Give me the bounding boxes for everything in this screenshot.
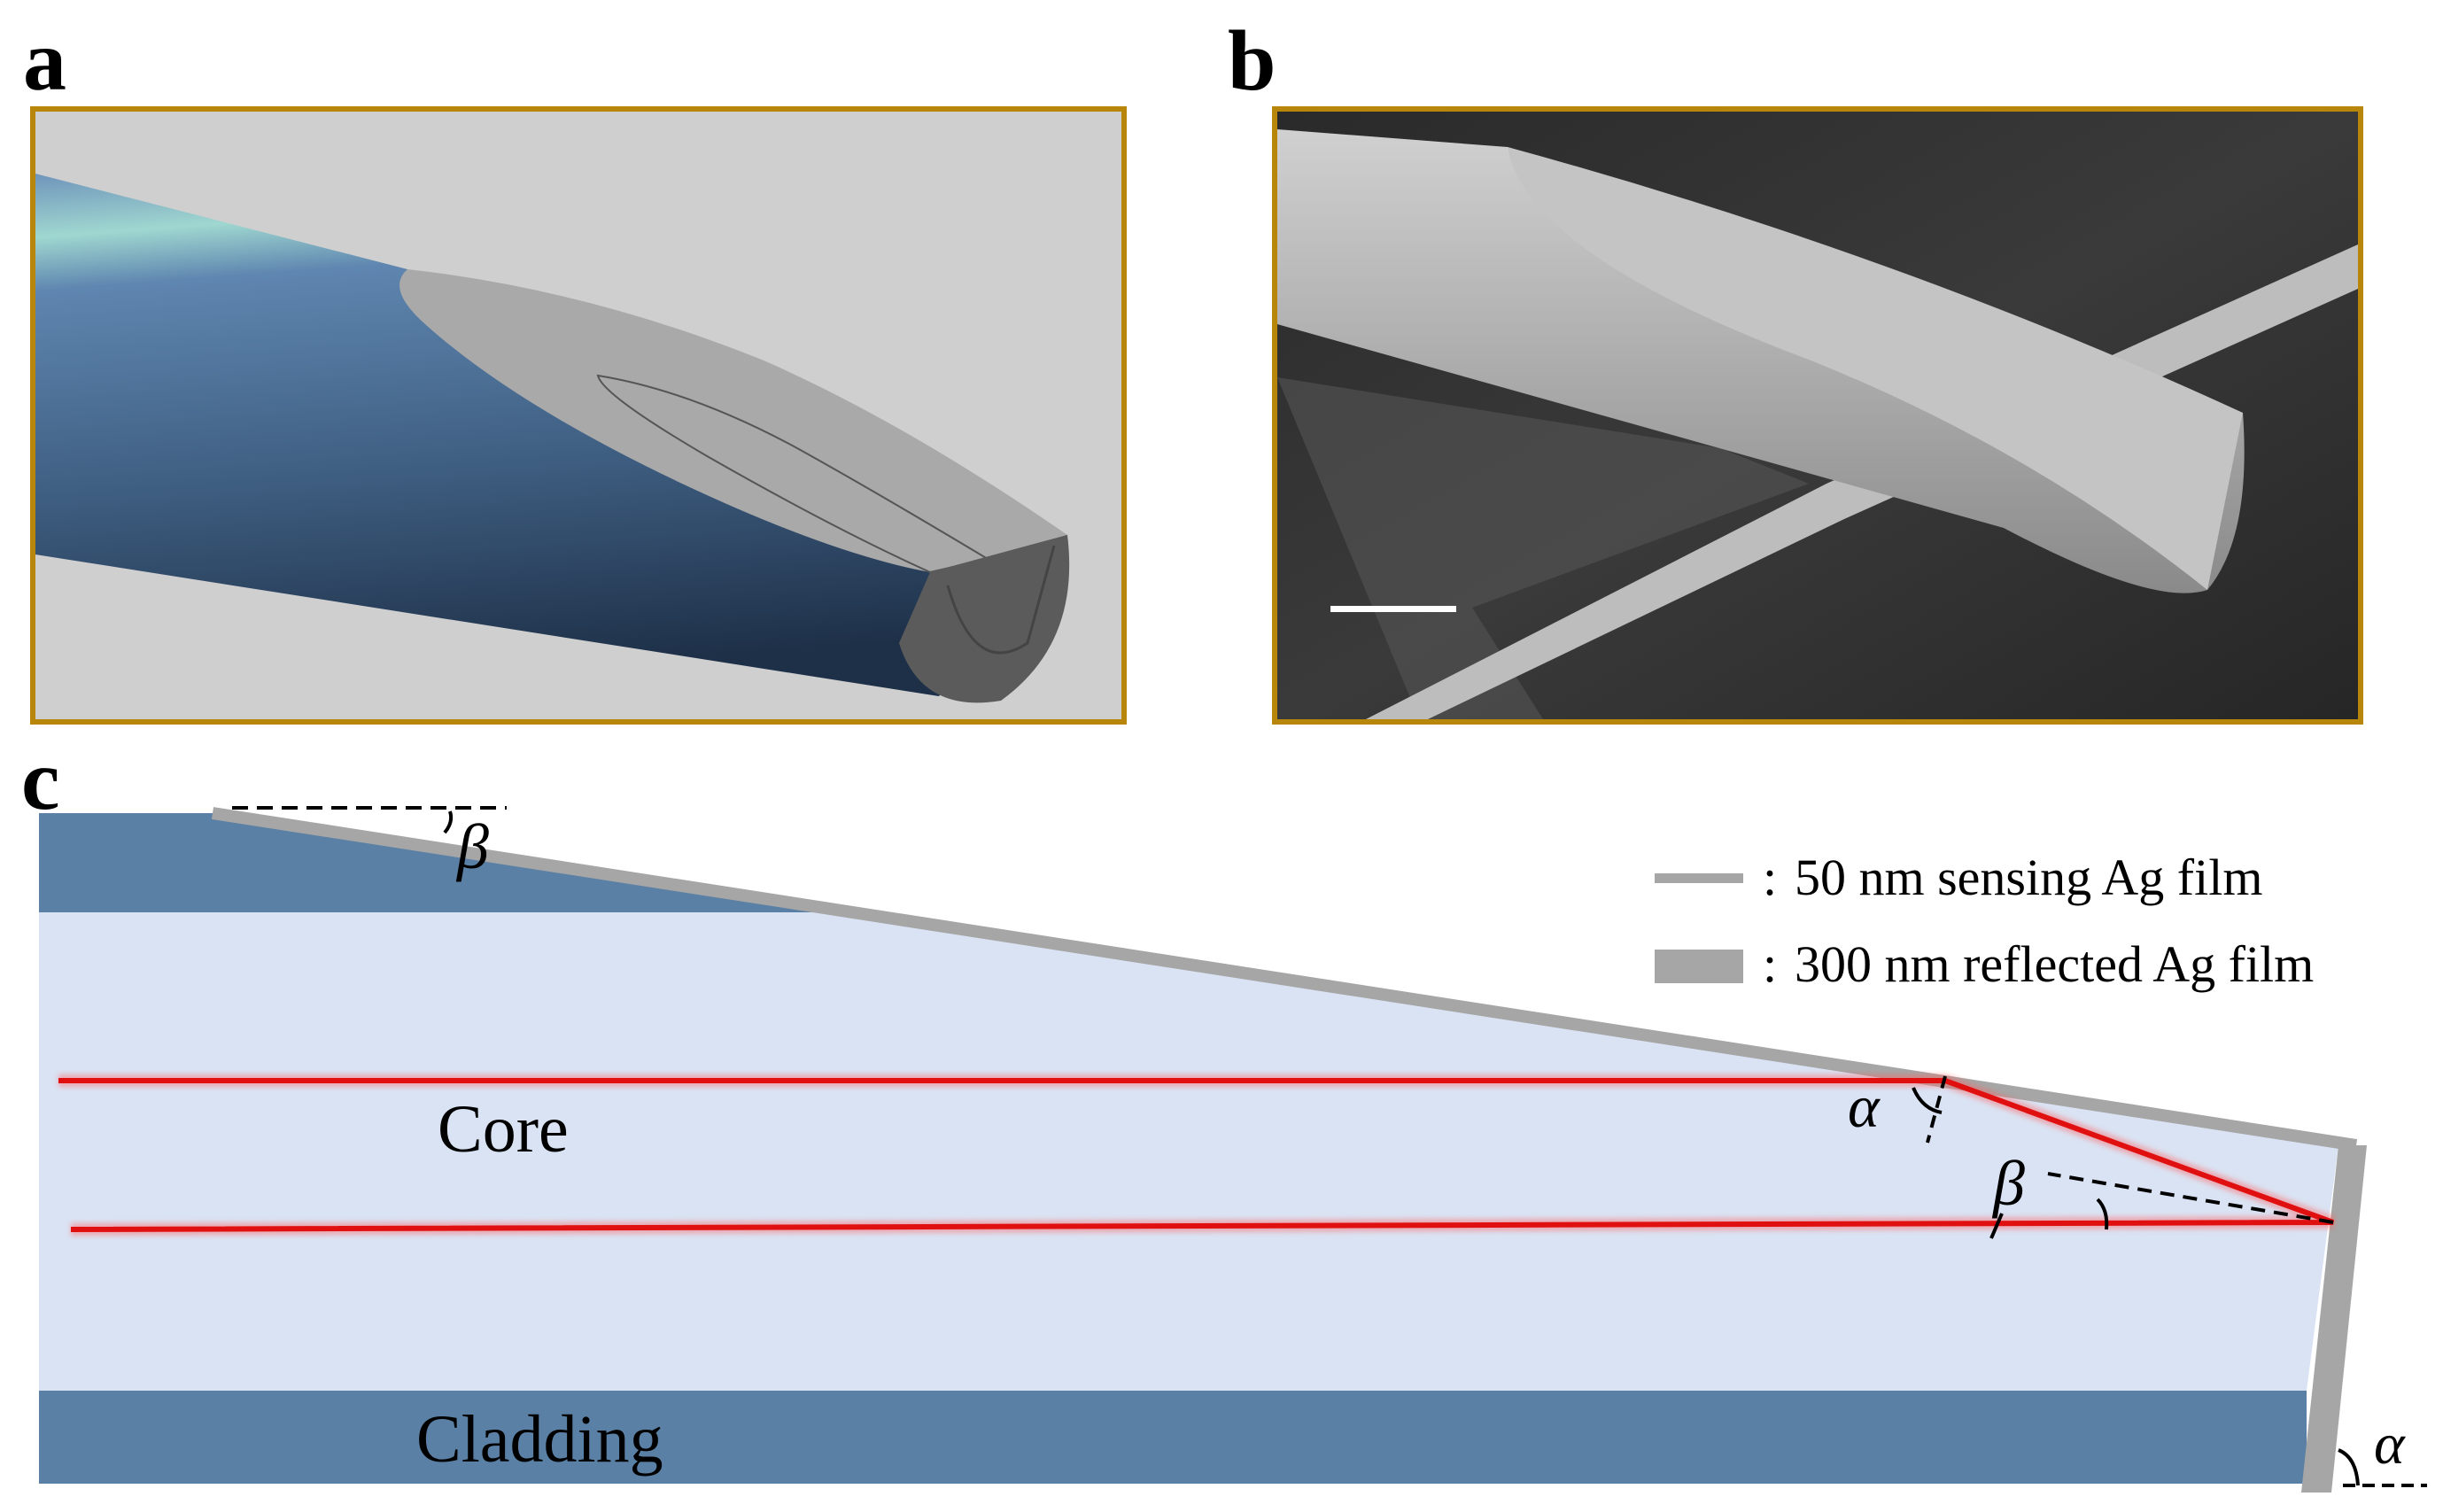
beta-label-end: β [1991, 1148, 2025, 1219]
end-face-core-arc [946, 545, 1056, 655]
legend-swatch-reflected [1655, 950, 1743, 983]
panel-label-c: c [21, 733, 60, 828]
fiber-end-face [899, 535, 1070, 703]
panel-c-schematic: β α β α Core Cladding : 50 nm sensing Ag… [39, 806, 2427, 1493]
legend: : 50 nm sensing Ag film : 300 nm reflect… [1655, 849, 2314, 993]
alpha-label-reflection: α [1848, 1073, 1881, 1140]
reflected-ag-film [2301, 1145, 2367, 1493]
cladding-top [39, 813, 852, 912]
sem-fiber-body [1277, 129, 2245, 593]
panel-label-a: a [23, 13, 66, 109]
legend-separator-reflected: : [1763, 935, 1777, 993]
core-region [39, 912, 2338, 1391]
panel-a-render [30, 106, 1127, 725]
sem-render [1277, 112, 2358, 719]
fiber-3d-render [35, 112, 1121, 719]
legend-text-reflected: 300 nm reflected Ag film [1795, 935, 2314, 993]
cladding-bottom [39, 1391, 2307, 1484]
legend-separator-sensing: : [1763, 849, 1777, 906]
fiber-cylinder [35, 174, 1067, 696]
core-label: Core [438, 1092, 569, 1167]
substrate-wire-shadow [1277, 377, 1809, 719]
sem-polished-face [1508, 147, 2243, 590]
sensing-ag-film [211, 807, 2358, 1151]
alpha-label-end: α [2374, 1412, 2406, 1477]
cladding-label: Cladding [416, 1402, 663, 1477]
legend-text-sensing: 50 nm sensing Ag film [1795, 849, 2262, 906]
beta-label-top: β [455, 811, 489, 882]
scale-bar [1330, 606, 1456, 612]
legend-swatch-sensing [1655, 873, 1743, 883]
angle-markers [232, 806, 2427, 1487]
panel-label-b: b [1228, 13, 1276, 109]
polished-flat-face [399, 269, 1068, 572]
panel-b-sem-image [1272, 106, 2363, 725]
light-rays [58, 1074, 2336, 1236]
